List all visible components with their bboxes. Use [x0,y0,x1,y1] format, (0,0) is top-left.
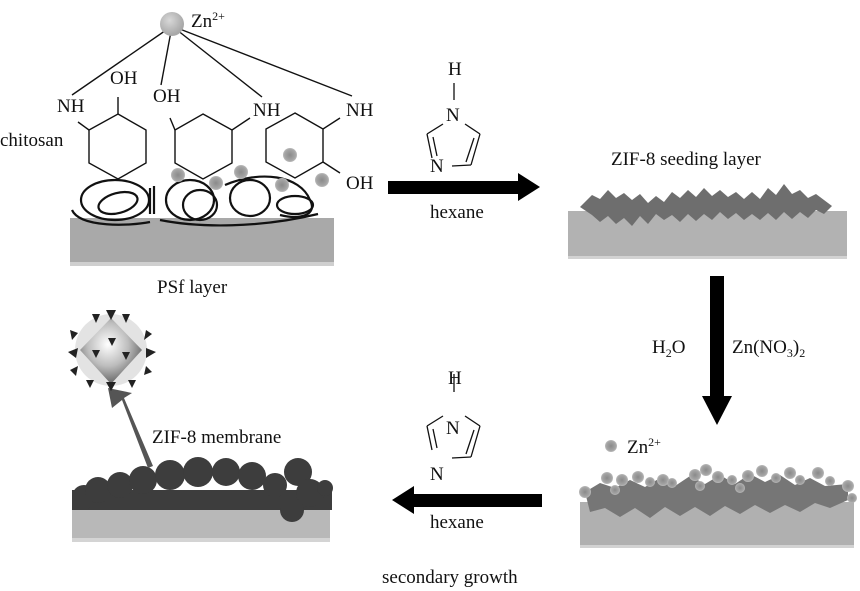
stage-chitosan-psf [70,12,353,266]
chitosan-rings [71,25,353,180]
group-nh-3: NH [346,100,374,121]
imidazole-1-h: H [448,59,462,80]
stage-membrane [68,310,333,542]
imidazole-molecule-1 [426,83,481,167]
group-oh-1: OH [110,68,138,89]
psf-layer-label: PSf layer [157,277,228,298]
crystal-pointer-arrow [108,388,153,468]
step2-water-label: H2O [652,337,686,360]
arrow-step2-down [702,276,732,425]
imidazole-2-h: H [448,368,462,389]
zn-ion-legend-dot [605,440,617,452]
secondary-growth-label: secondary growth [382,567,518,588]
seeding-layer-label: ZIF-8 seeding layer [611,149,761,170]
imidazole-1-n3: N [430,156,444,177]
imidazole-molecule-2 [426,374,481,459]
group-nh-2: NH [253,100,281,121]
stage-seeding-layer [568,184,847,259]
step2-zinc-nitrate-label: Zn(NO3)2 [732,337,806,360]
imidazole-1-n1: N [446,105,460,126]
zn-ions-embedded [171,148,329,192]
step1-solvent-label: hexane [430,202,484,223]
zn-ion-legend-label: Zn2+ [627,435,661,458]
stage-zn-loaded [579,440,857,548]
zif8-seed-crystals [580,184,832,226]
zif8-membrane-crystals [72,457,333,522]
imidazole-2-n1: N [446,418,460,439]
imidazole-2-n3: N [430,464,444,485]
zif8-crystal-icon [68,310,156,391]
seed-support [568,211,847,259]
group-oh-2: OH [153,86,181,107]
group-nh-1: NH [57,96,85,117]
arrow-step1-right [388,173,540,201]
chitosan-label: chitosan [0,130,64,151]
chitosan-coils [70,175,319,227]
group-oh-3: OH [346,173,374,194]
zn-ions-surface [579,464,857,503]
zn-ion-central [160,12,184,36]
zif8-membrane-label: ZIF-8 membrane [152,427,282,448]
arrow-step3-left [392,486,542,514]
zn-ion-label: Zn2+ [191,9,225,32]
step3-solvent-label: hexane [430,512,484,533]
